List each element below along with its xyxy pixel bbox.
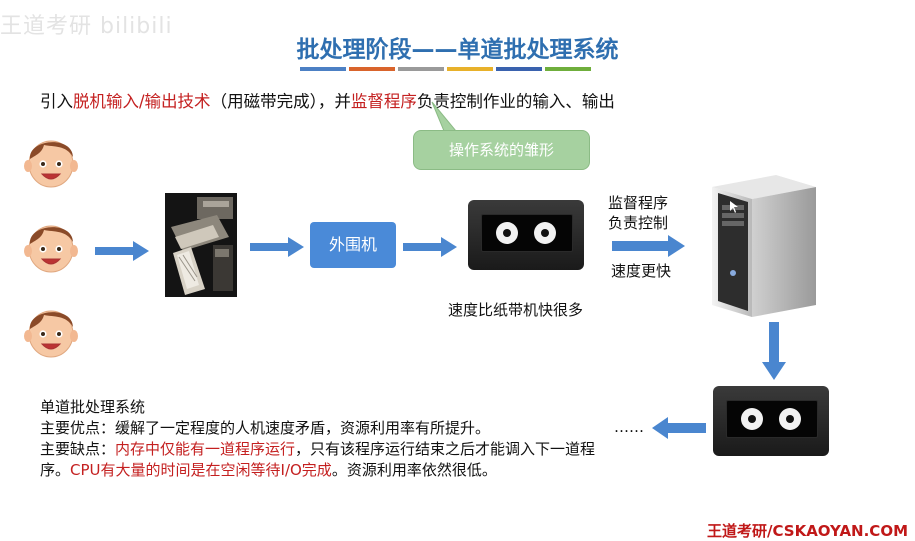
intro-highlight-monitor: 监督程序 (350, 92, 417, 111)
arrow-right-icon (95, 241, 149, 261)
arrow-right-icon (250, 237, 304, 257)
tape-reel-icon (741, 408, 763, 430)
arrow-down-icon (762, 322, 786, 380)
underline-segment (349, 67, 395, 71)
title-underline (300, 67, 591, 71)
underline-segment (496, 67, 542, 71)
disadvantage-paragraph: 主要缺点：内存中仅能有一道程序运行，只有该程序运行结束之后才能调入下一道程序。C… (40, 439, 615, 481)
disadvantage-text: 。资源利用率依然很低。 (331, 461, 497, 479)
paper-tape-machine-photo (165, 193, 237, 297)
bubble-tail (431, 101, 458, 132)
tape-reel-icon (534, 222, 556, 244)
arrow-right-icon (612, 235, 685, 257)
continuation-dots: …… (614, 418, 644, 436)
system-description: 单道批处理系统 主要优点：缓解了一定程度的人机速度矛盾，资源利用率有所提升。 主… (40, 397, 615, 481)
underline-segment (300, 67, 346, 71)
page-title: 批处理阶段——单道批处理系统 (296, 37, 619, 63)
magnetic-tape-icon (468, 200, 584, 270)
intro-text: 引入 (40, 92, 73, 111)
computer-tower-icon (712, 175, 816, 317)
user-face-icon (24, 140, 78, 188)
magnetic-tape-icon (713, 386, 829, 456)
tape-speed-caption: 速度比纸带机快很多 (448, 301, 584, 319)
video-watermark: 王道考研 bilibili (0, 14, 173, 39)
description-heading: 单道批处理系统 (40, 398, 146, 416)
monitor-label-line: 监督程序 (608, 194, 669, 212)
user-face-icon (24, 310, 78, 358)
user-face-icon (24, 225, 78, 273)
arrow-left-icon (652, 417, 706, 439)
underline-segment (398, 67, 444, 71)
disadvantage-text: ，只有该程序运行结束之后才能调入下一道程序。 (40, 440, 596, 479)
peripheral-machine-box: 外围机 (310, 222, 396, 268)
intro-sentence: 引入脱机输入/输出技术（用磁带完成），并监督程序负责控制作业的输入、输出 (40, 88, 615, 112)
os-prototype-bubble: 操作系统的雏形 (413, 130, 590, 170)
advantage-text: 缓解了一定程度的人机速度矛盾，资源利用率有所提升。 (115, 419, 491, 437)
underline-segment (545, 67, 591, 71)
advantage-label: 主要优点： (40, 419, 116, 437)
intro-highlight-offline-io: 脱机输入/输出技术 (73, 92, 211, 111)
advantage-line: 主要优点：缓解了一定程度的人机速度矛盾，资源利用率有所提升。 (40, 418, 615, 439)
tape-window (726, 400, 818, 438)
intro-text: 负责控制作业的输入、输出 (416, 92, 615, 111)
disadvantage-highlight-cpu-idle: CPU有大量的时间是在空闲等待I/O完成 (70, 461, 332, 479)
speed-label: 速度更快 (611, 262, 672, 280)
footer-brand: 王道考研/CSKAOYAN.COM (707, 522, 908, 540)
tape-reel-icon (779, 408, 801, 430)
disadvantage-highlight-single-program: 内存中仅能有一道程序运行 (115, 440, 296, 458)
underline-segment (447, 67, 493, 71)
tape-reel-icon (496, 222, 518, 244)
arrow-right-icon (403, 237, 457, 257)
monitor-control-label: 监督程序 负责控制 (608, 193, 668, 233)
intro-text: （用磁带完成），并 (210, 92, 351, 111)
tape-window (481, 214, 573, 252)
monitor-label-line: 负责控制 (608, 214, 669, 232)
disadvantage-label: 主要缺点： (40, 440, 116, 458)
